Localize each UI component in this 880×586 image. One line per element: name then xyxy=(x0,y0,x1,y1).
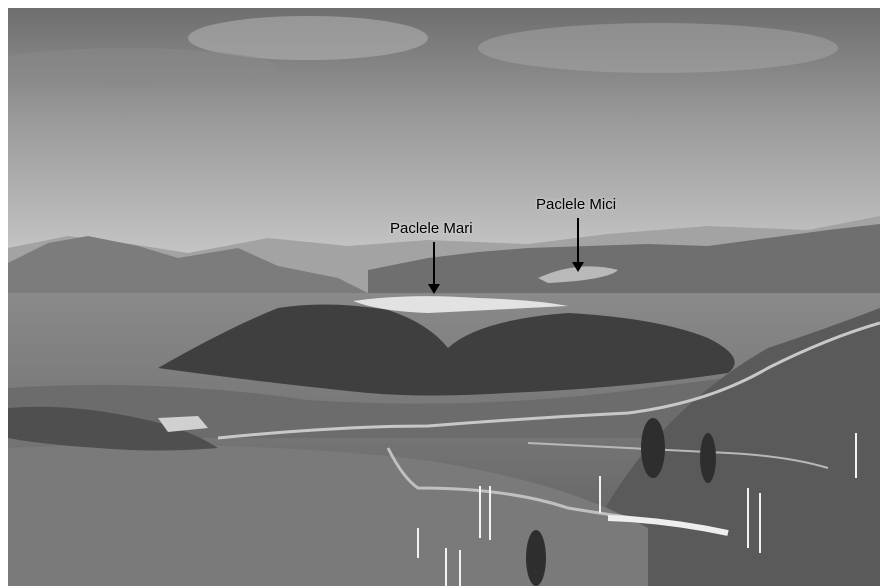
paclele-mici-label: Paclele Mici xyxy=(536,196,617,213)
central-dark-hill xyxy=(158,304,735,396)
right-hills xyxy=(368,224,880,308)
paclele-mari-label: Paclele Mari xyxy=(390,220,473,237)
foreground xyxy=(8,444,648,586)
right-slope xyxy=(568,308,880,586)
road xyxy=(217,321,880,440)
landscape-photo xyxy=(8,8,880,586)
left-hills xyxy=(8,236,368,308)
paclele-mici-arrow xyxy=(572,218,584,272)
mud-volcano-area xyxy=(353,296,568,313)
paclele-mari-arrow xyxy=(428,242,440,294)
